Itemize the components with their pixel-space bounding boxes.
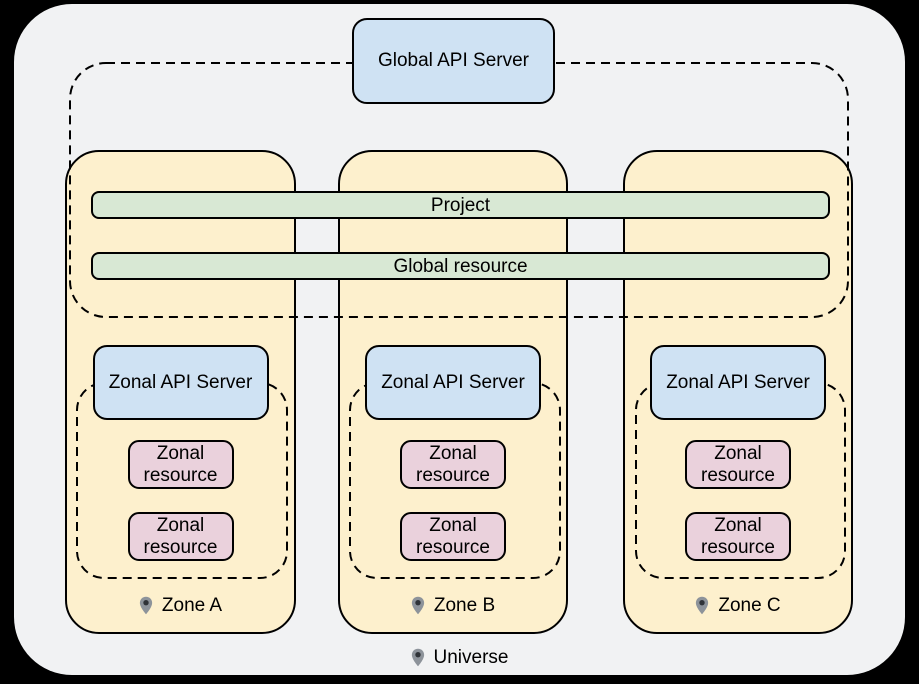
global-resource-bar-label: Global resource [393, 255, 528, 277]
map-pin-icon [411, 648, 424, 666]
zone-c-zonal-resource-2: Zonal resource [685, 512, 791, 561]
universe-label: Universe [0, 645, 919, 669]
zonal-resource-label: Zonal resource [701, 443, 775, 486]
zone-a-zonal-resource-2: Zonal resource [127, 512, 234, 561]
zonal-resource-label: Zonal resource [143, 443, 218, 486]
zonal-resource-label: Zonal resource [701, 515, 775, 558]
zone-a-zonal-api-server-box: Zonal API Server [92, 345, 269, 420]
zone-name: Zone A [161, 594, 223, 616]
zone-b-container: Zonal API Server Zonal resource Zonal re… [338, 150, 568, 634]
project-bar-label: Project [430, 194, 491, 216]
zone-b-zonal-resource-2: Zonal resource [400, 512, 506, 561]
project-bar: Project [91, 191, 830, 219]
zonal-api-server-label: Zonal API Server [381, 371, 525, 393]
zonal-resource-label: Zonal resource [143, 515, 218, 558]
zone-b-zonal-api-server-box: Zonal API Server [365, 345, 541, 420]
zone-a-label: Zone A [67, 593, 294, 617]
zone-c-label: Zone C [625, 593, 851, 617]
zonal-api-server-label: Zonal API Server [108, 371, 253, 393]
zone-name: Zone B [433, 594, 496, 616]
zonal-resource-label: Zonal resource [416, 515, 490, 558]
global-api-server-label: Global API Server [377, 50, 530, 71]
map-pin-icon [696, 596, 709, 614]
zone-b-label: Zone B [340, 593, 566, 617]
global-api-server-box: Global API Server [352, 18, 555, 104]
zone-b-zonal-resource-1: Zonal resource [400, 440, 506, 489]
zonal-resource-label: Zonal resource [416, 443, 490, 486]
map-pin-icon [411, 596, 424, 614]
universe-name: Universe [433, 646, 509, 668]
zonal-api-server-label: Zonal API Server [666, 371, 810, 393]
zone-name: Zone C [718, 594, 781, 616]
global-resource-bar: Global resource [91, 252, 830, 280]
zone-c-container: Zonal API Server Zonal resource Zonal re… [623, 150, 853, 634]
zone-a-container: Zonal API Server Zonal resource Zonal re… [65, 150, 296, 634]
zone-c-zonal-resource-1: Zonal resource [685, 440, 791, 489]
zone-c-zonal-api-server-box: Zonal API Server [650, 345, 826, 420]
zone-a-zonal-resource-1: Zonal resource [127, 440, 234, 489]
map-pin-icon [139, 596, 153, 614]
